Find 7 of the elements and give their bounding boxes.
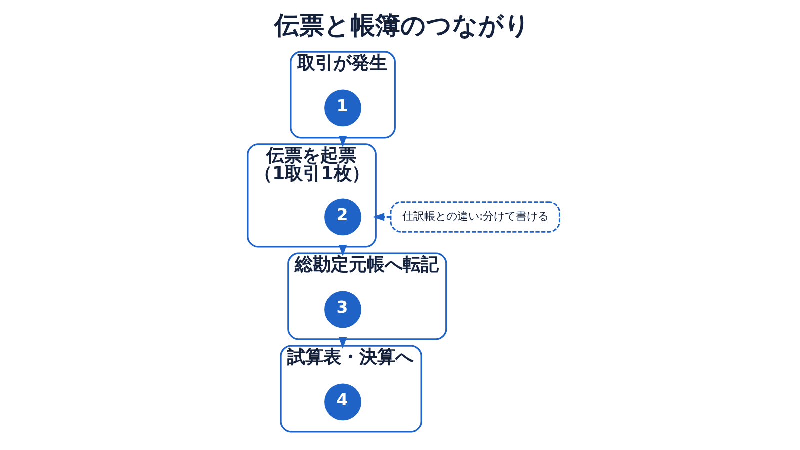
arrow	[372, 213, 390, 222]
node-box: 仕訳帳との違い:分けて書ける	[390, 202, 560, 233]
diagram-title: 伝票と帳簿のつながり	[274, 10, 530, 40]
node-circle: 3	[324, 291, 361, 328]
node-circle: 1	[324, 90, 361, 127]
node-circle: 4	[324, 384, 361, 421]
node-circle: 2	[324, 198, 361, 236]
